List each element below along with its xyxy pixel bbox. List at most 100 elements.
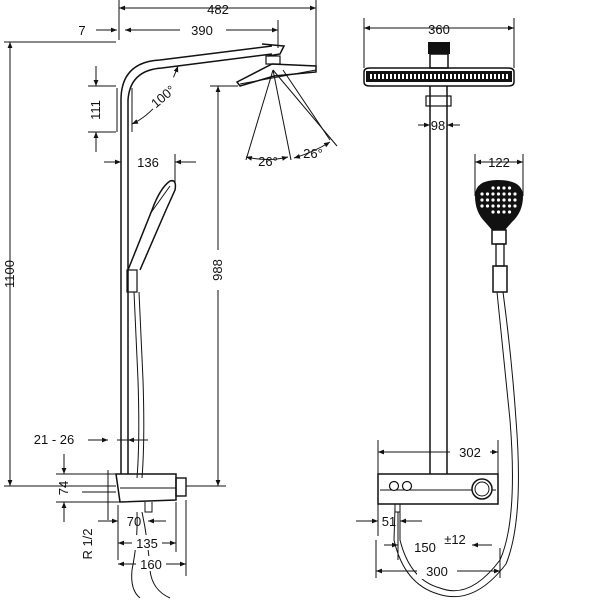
- hand-shower-nozzle: [507, 198, 512, 202]
- hand-shower-side: [126, 179, 177, 293]
- dim-total-width: 482: [118, 0, 317, 70]
- thermostat-front: [377, 473, 499, 513]
- nozzle: [506, 74, 508, 79]
- thermostat-side: [115, 473, 187, 513]
- hand-shower-nozzle: [502, 210, 506, 214]
- dim-hose-span: 300: [375, 540, 501, 579]
- dim-111-label: 111: [88, 100, 103, 120]
- hand-shower-nozzle: [491, 204, 495, 208]
- spray-angles: [245, 69, 338, 161]
- hand-shower-nozzles: [480, 186, 517, 214]
- dim-74-label: 74: [56, 481, 71, 495]
- nozzle: [422, 74, 424, 79]
- hand-shower-nozzle: [480, 198, 484, 202]
- nozzle: [454, 74, 456, 79]
- dim-side-offset: 51: [356, 504, 422, 536]
- hand-shower-nozzle: [485, 192, 490, 196]
- shower-head-side: [235, 63, 317, 87]
- dim-head-drop: 111: [88, 66, 116, 152]
- nozzle: [406, 74, 408, 79]
- nozzle: [394, 74, 396, 79]
- dim-7-label: 7: [78, 23, 85, 38]
- hand-shower-nozzle: [485, 204, 490, 208]
- dim-head-diameter: 360: [363, 18, 515, 68]
- nozzle: [434, 74, 436, 79]
- hand-shower-nozzle: [496, 192, 501, 196]
- nozzle: [446, 74, 448, 79]
- hand-shower-nozzle: [496, 186, 501, 190]
- nozzle: [410, 74, 412, 79]
- nozzle: [450, 74, 452, 79]
- overhead-arm: [120, 43, 286, 101]
- hand-shower-nozzle: [507, 186, 512, 190]
- nozzle: [462, 74, 464, 79]
- wall-connection: [82, 470, 116, 520]
- dim-connection-centers: 150 ±12: [384, 512, 492, 560]
- dim-122-label: 122: [488, 155, 510, 170]
- riser-pipe: [116, 88, 133, 474]
- hand-shower-nozzle: [480, 204, 484, 208]
- nozzle: [458, 74, 460, 79]
- nozzle: [378, 74, 380, 79]
- hand-shower-nozzle: [491, 198, 495, 202]
- dim-thermostat-depth-b: 160: [118, 500, 187, 576]
- side-view: 482 390 7 1100 111: [2, 0, 338, 599]
- nozzle: [466, 74, 468, 79]
- dim-riser-bracket: 98: [418, 118, 460, 133]
- nozzle: [370, 74, 372, 79]
- dim-300-label: 300: [426, 564, 448, 579]
- nozzle: [490, 74, 492, 79]
- nozzle: [470, 74, 472, 79]
- dim-150-label: 150: [414, 540, 436, 555]
- dim-tolerance-label: ±12: [444, 532, 466, 547]
- hose-front: [393, 291, 519, 598]
- hand-shower-front: [475, 180, 523, 293]
- hand-shower-nozzle: [496, 210, 501, 214]
- nozzle: [426, 74, 428, 79]
- nozzle: [402, 74, 404, 79]
- dim-hand-shower-width: 136: [104, 154, 196, 182]
- dim-offset-left: 7: [78, 23, 117, 38]
- dim-136-label: 136: [137, 155, 159, 170]
- dim-26-left-label: 26°: [258, 154, 278, 169]
- dim-arm-length: 390: [125, 20, 279, 48]
- nozzle: [438, 74, 440, 79]
- hand-shower-nozzle: [491, 210, 495, 214]
- hand-shower-nozzle: [513, 198, 517, 202]
- dim-302-label: 302: [459, 445, 481, 460]
- dim-total-height: 1100: [2, 41, 116, 487]
- nozzle: [482, 74, 484, 79]
- dim-26-right-label: 26°: [303, 146, 323, 161]
- dim-482-label: 482: [207, 2, 229, 17]
- hand-shower-nozzle: [491, 192, 495, 196]
- dim-390-label: 390: [191, 23, 213, 38]
- dim-r12-label: R 1/2: [80, 528, 95, 559]
- dim-hand-shower-width-front: 122: [474, 154, 524, 196]
- nozzle: [442, 74, 444, 79]
- nozzle: [502, 74, 504, 79]
- dim-wall-gap: 21 - 26: [34, 432, 148, 447]
- dim-160-label: 160: [140, 557, 162, 572]
- dim-1100-label: 1100: [2, 260, 17, 288]
- dim-thermostat-width: 302: [377, 440, 499, 474]
- front-view: 360 98 122: [356, 18, 524, 598]
- dim-21-26-label: 21 - 26: [34, 432, 74, 447]
- nozzle: [374, 74, 376, 79]
- hand-shower-nozzle: [502, 186, 506, 190]
- nozzle: [478, 74, 480, 79]
- dim-360-label: 360: [428, 22, 450, 37]
- hand-shower-nozzle: [513, 192, 517, 196]
- dim-thermostat-depth-a: 135: [117, 502, 177, 560]
- nozzle: [474, 74, 476, 79]
- hand-shower-nozzle: [507, 210, 512, 214]
- hand-shower-nozzle: [480, 192, 484, 196]
- nozzle-pattern: [370, 74, 508, 79]
- hand-shower-nozzle: [513, 204, 517, 208]
- nozzle: [386, 74, 388, 79]
- nozzle: [382, 74, 384, 79]
- hand-shower-nozzle: [507, 204, 512, 208]
- dim-70-label: 70: [127, 514, 141, 529]
- hand-shower-nozzle: [502, 204, 506, 208]
- dim-98-label: 98: [431, 118, 445, 133]
